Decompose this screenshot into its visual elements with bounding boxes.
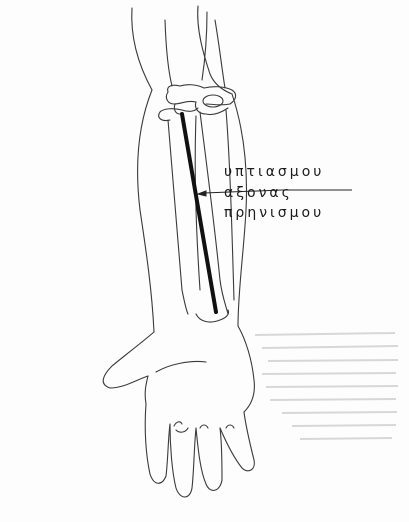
hand-outline — [103, 326, 254, 497]
pronation-label: πρηνισμου — [224, 205, 324, 221]
supination-label: υπτιασμου — [224, 164, 324, 180]
upper-arm-outline — [132, 6, 232, 94]
faint-background-text — [255, 333, 398, 439]
axis-label: αξονας — [224, 185, 293, 201]
